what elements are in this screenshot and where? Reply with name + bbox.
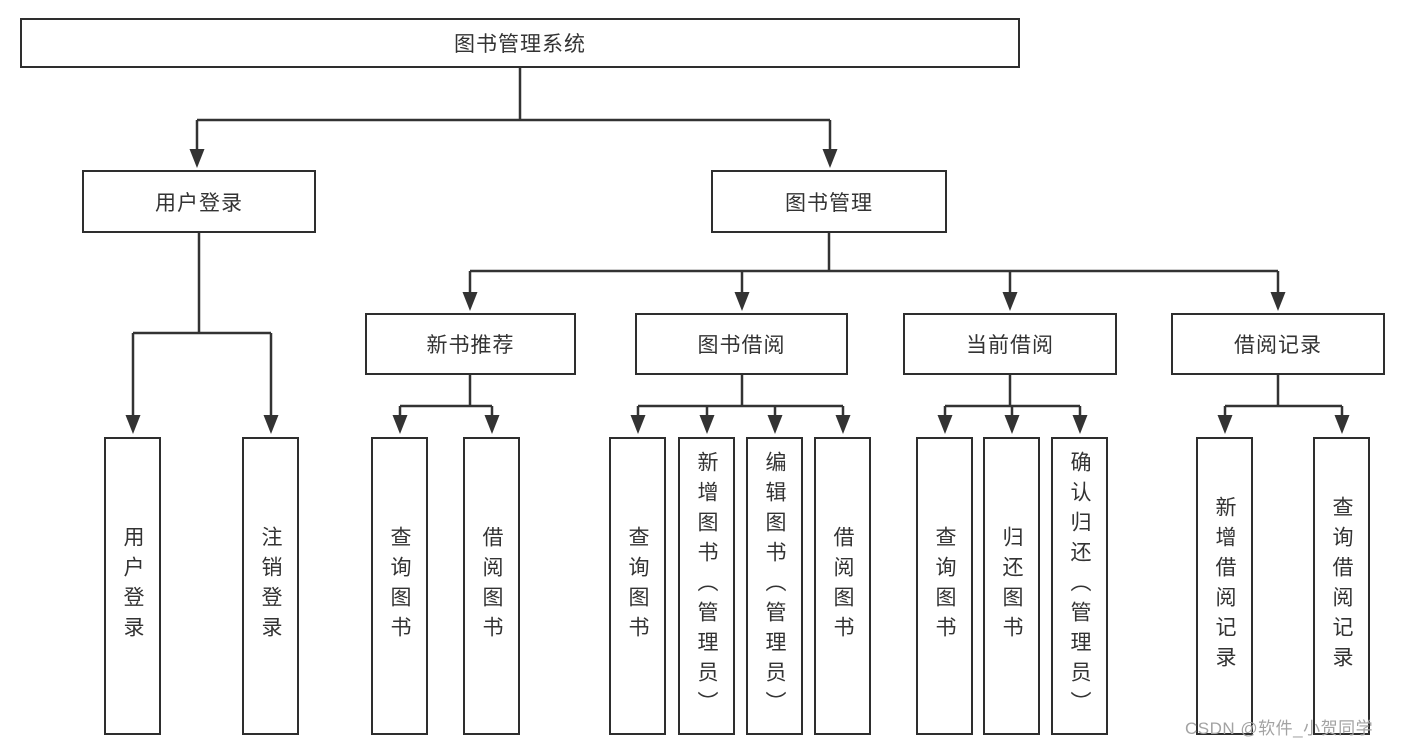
leaf-query-books-current: 查询图书 (916, 437, 973, 735)
leaf-edit-books-admin-label: 编辑图书（管理员） (763, 451, 786, 721)
leaf-return-books-label: 归还图书 (1000, 526, 1023, 646)
leaf-query-books-recommend: 查询图书 (371, 437, 428, 735)
leaf-add-books-admin-label: 新增图书（管理员） (695, 451, 718, 721)
node-user-login: 用户登录 (82, 170, 316, 233)
node-root-library-management-system: 图书管理系统 (20, 18, 1020, 68)
node-borrowing-records: 借阅记录 (1171, 313, 1385, 375)
leaf-borrow-books-recommend-label: 借阅图书 (480, 526, 503, 646)
leaf-query-books-borrow-label: 查询图书 (626, 526, 649, 646)
leaf-logout-label: 注销登录 (259, 526, 282, 646)
leaf-query-books-recommend-label: 查询图书 (388, 526, 411, 646)
node-new-book-recommendation: 新书推荐 (365, 313, 576, 375)
leaf-add-borrow-record: 新增借阅记录 (1196, 437, 1253, 735)
leaf-user-login-label: 用户登录 (121, 526, 144, 646)
leaf-edit-books-admin: 编辑图书（管理员） (746, 437, 803, 735)
leaf-user-login: 用户登录 (104, 437, 161, 735)
node-book-management: 图书管理 (711, 170, 947, 233)
leaf-borrow-books: 借阅图书 (814, 437, 871, 735)
leaf-borrow-books-recommend: 借阅图书 (463, 437, 520, 735)
leaf-confirm-return-admin-label: 确认归还（管理员） (1068, 451, 1091, 721)
csdn-watermark: CSDN @软件_小贺同学 (1185, 719, 1374, 738)
leaf-add-borrow-record-label: 新增借阅记录 (1213, 496, 1236, 676)
leaf-add-books-admin: 新增图书（管理员） (678, 437, 735, 735)
arrowheads (125, 149, 1350, 434)
leaf-query-borrow-record: 查询借阅记录 (1313, 437, 1370, 735)
node-book-borrowing: 图书借阅 (635, 313, 848, 375)
leaf-query-books-borrow: 查询图书 (609, 437, 666, 735)
leaf-logout: 注销登录 (242, 437, 299, 735)
leaf-borrow-books-label: 借阅图书 (831, 526, 854, 646)
leaf-return-books: 归还图书 (983, 437, 1040, 735)
leaf-query-books-current-label: 查询图书 (933, 526, 956, 646)
node-current-borrowing: 当前借阅 (903, 313, 1117, 375)
leaf-query-borrow-record-label: 查询借阅记录 (1330, 496, 1353, 676)
leaf-confirm-return-admin: 确认归还（管理员） (1051, 437, 1108, 735)
